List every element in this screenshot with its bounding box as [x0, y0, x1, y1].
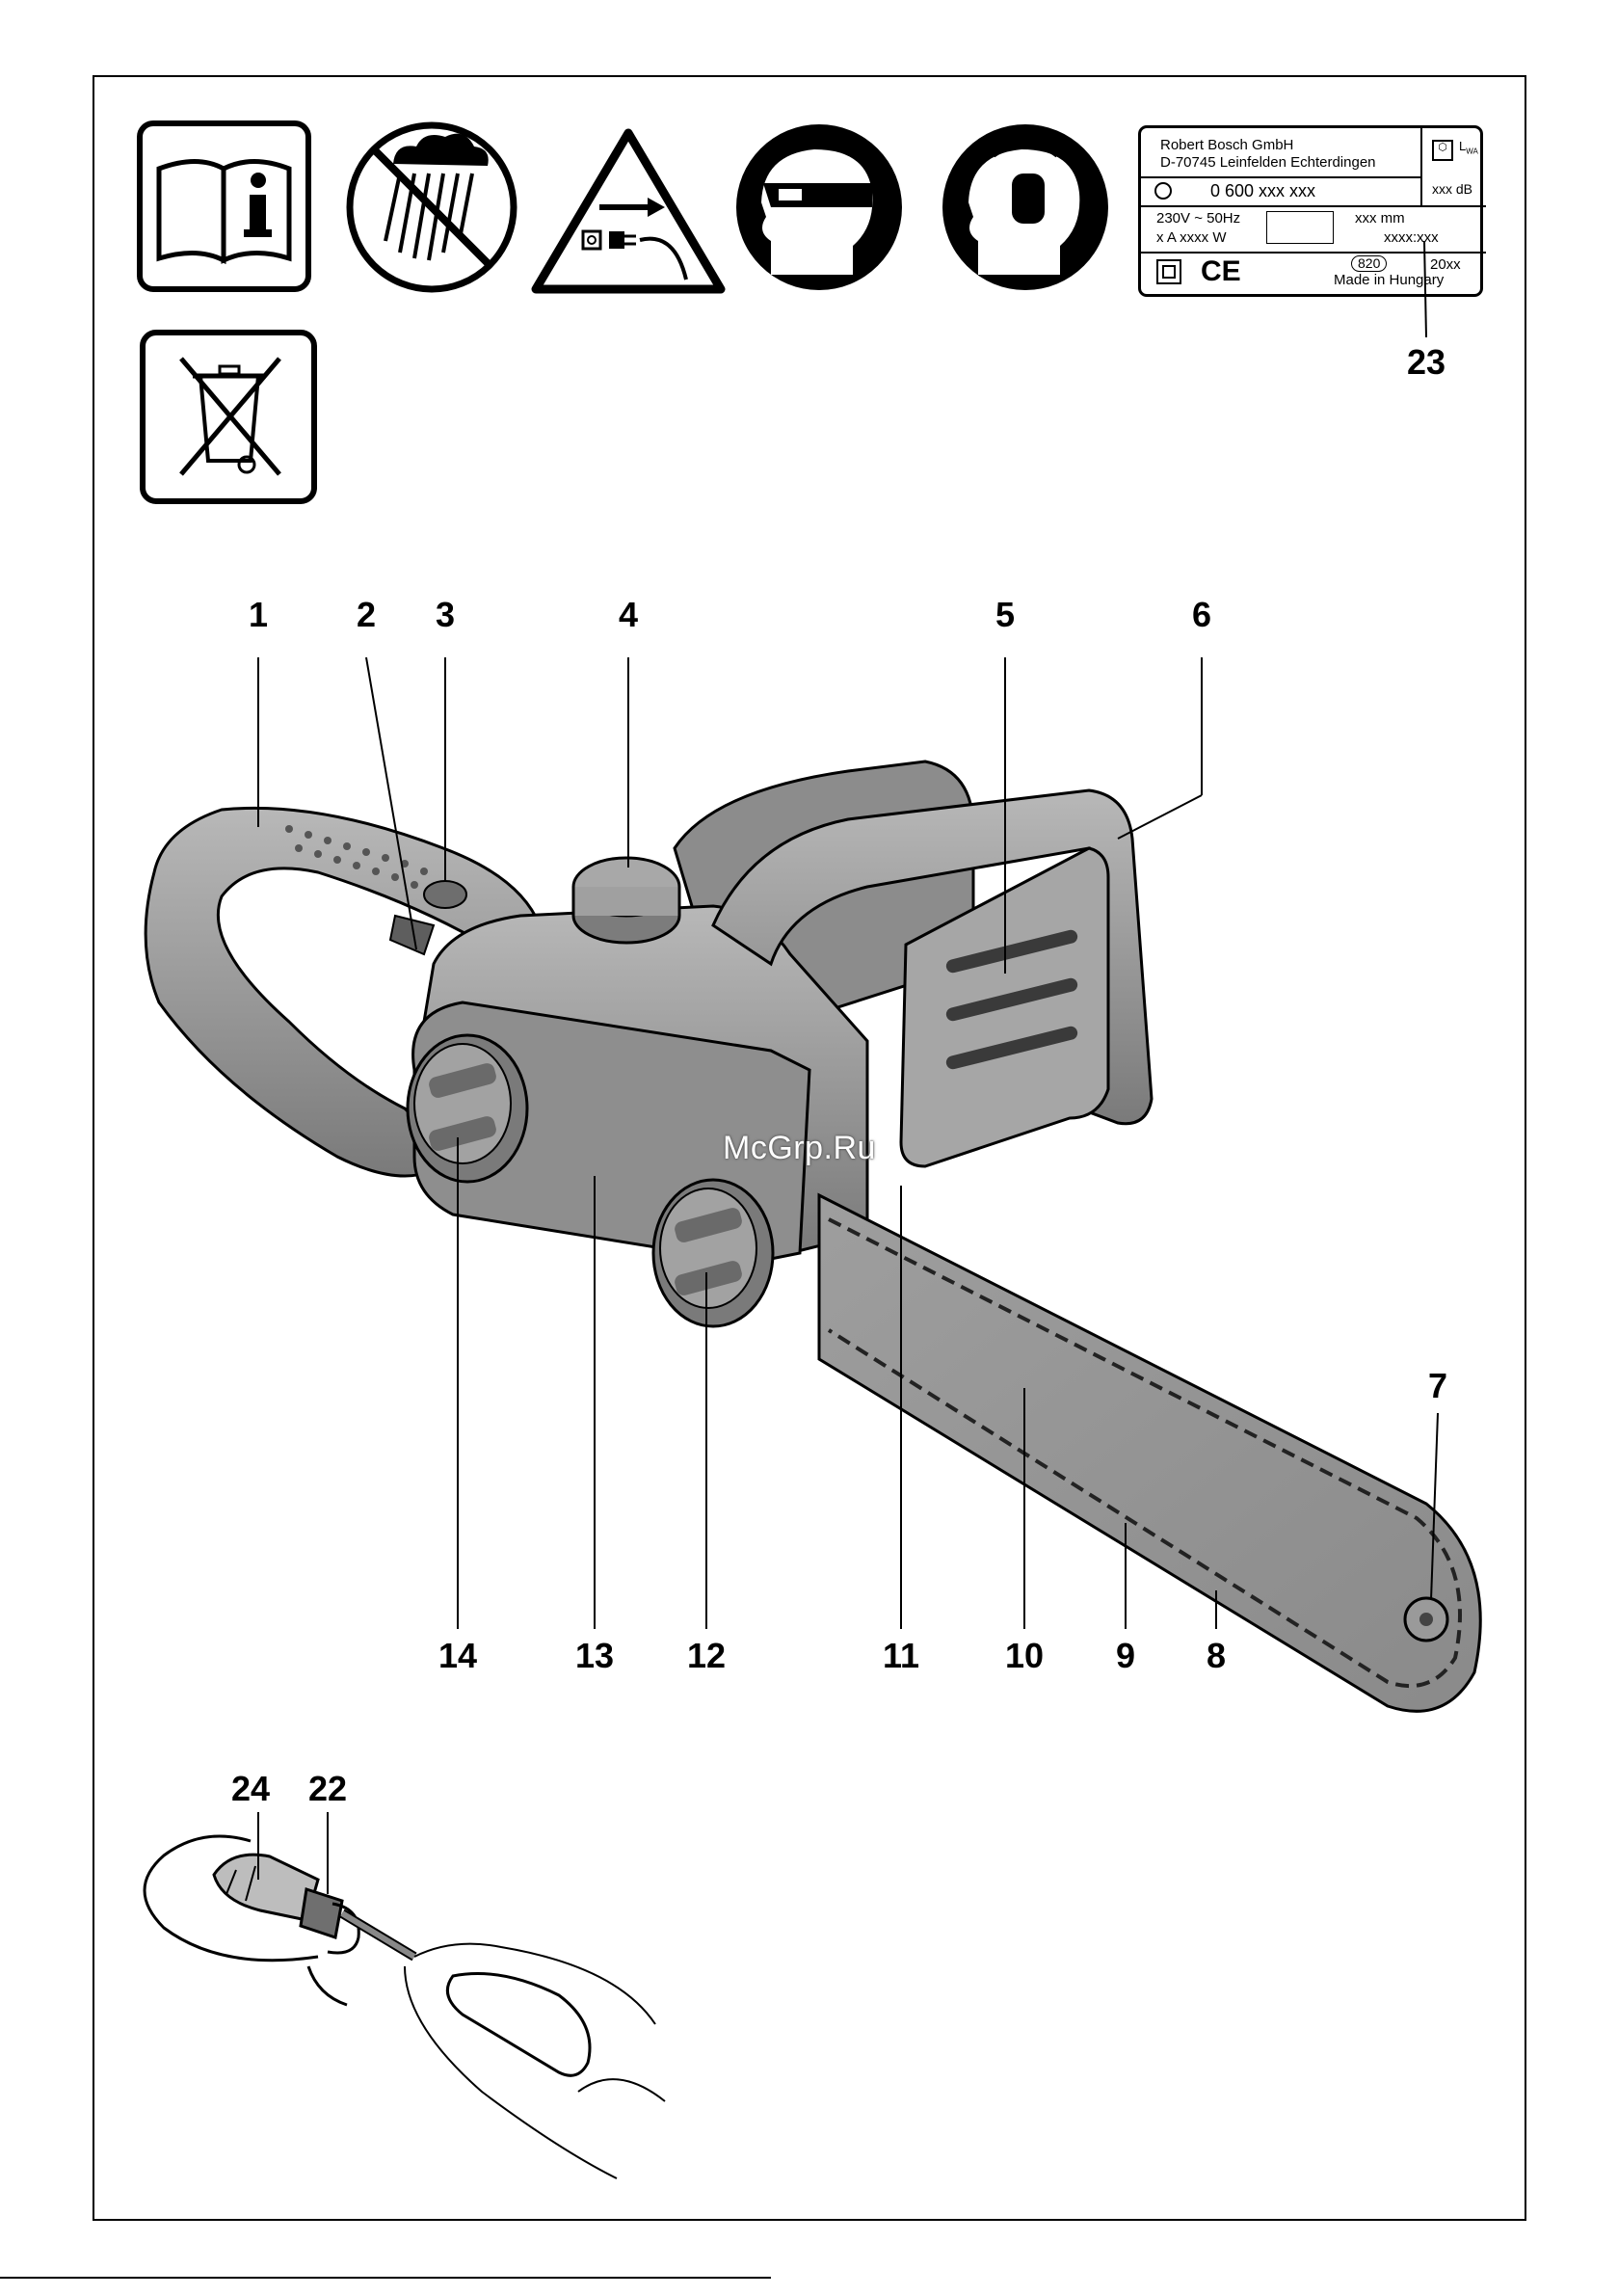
ce-mark: CE: [1201, 255, 1241, 287]
footer-rule: [0, 2277, 771, 2279]
plate-bar-length: xxx mm: [1355, 211, 1405, 227]
plate-noise-value: xxx dB: [1432, 182, 1472, 197]
callout-10: 10: [1005, 1639, 1044, 1673]
unplug-warning-icon: [536, 133, 721, 289]
callout-2: 2: [357, 598, 376, 632]
eye-protection-icon: [736, 124, 902, 290]
plate-origin: Made in Hungary: [1334, 273, 1444, 289]
rating-plate: Robert Bosch GmbH D-70745 Leinfelden Ech…: [1138, 125, 1483, 297]
callout-8: 8: [1207, 1639, 1226, 1673]
read-manual-icon: [140, 123, 308, 289]
plate-serial: xxxx:xxx: [1384, 230, 1439, 247]
noise-symbol-icon: ⬡: [1432, 140, 1453, 161]
callout-24: 24: [231, 1772, 270, 1806]
callout-6: 6: [1192, 598, 1211, 632]
callout-4: 4: [619, 598, 638, 632]
callout-22: 22: [308, 1772, 347, 1806]
callout-13: 13: [575, 1639, 614, 1673]
plate-address: D-70745 Leinfelden Echterdingen: [1160, 155, 1376, 172]
callout-1: 1: [249, 598, 268, 632]
plate-voltage: 230V ~ 50Hz: [1156, 211, 1240, 227]
bosch-logo-icon: [1154, 182, 1172, 200]
callout-12: 12: [687, 1639, 726, 1673]
plate-manufacturer: Robert Bosch GmbH: [1160, 138, 1293, 154]
strain-relief-icon: [301, 1889, 414, 1957]
chainsaw-illustration: [0, 540, 1618, 1716]
callout-5: 5: [995, 598, 1015, 632]
callout-7: 7: [1428, 1369, 1447, 1403]
callout-23: 23: [1407, 345, 1446, 380]
callout-11: 11: [883, 1639, 919, 1673]
double-insulation-icon: [1156, 259, 1181, 284]
no-rain-icon: [350, 125, 514, 289]
no-household-waste-icon: [143, 333, 314, 501]
plate-current-power: x A xxxx W: [1156, 230, 1227, 247]
plate-noise-label: LWA: [1459, 140, 1478, 156]
bar-outline-icon: [1266, 211, 1334, 244]
callout-9: 9: [1116, 1639, 1135, 1673]
rear-fastening-knob-icon: [408, 1035, 527, 1182]
front-fastening-knob-icon: [653, 1180, 773, 1326]
callout-3: 3: [436, 598, 455, 632]
plate-cert-code: 820: [1351, 255, 1387, 272]
ear-protection-icon: [942, 124, 1108, 290]
plate-part-number: 0 600 xxx xxx: [1210, 182, 1315, 201]
callout-14: 14: [438, 1639, 477, 1673]
plug-detail-illustration: [0, 1774, 771, 2198]
watermark: McGrp.Ru: [723, 1130, 876, 1167]
